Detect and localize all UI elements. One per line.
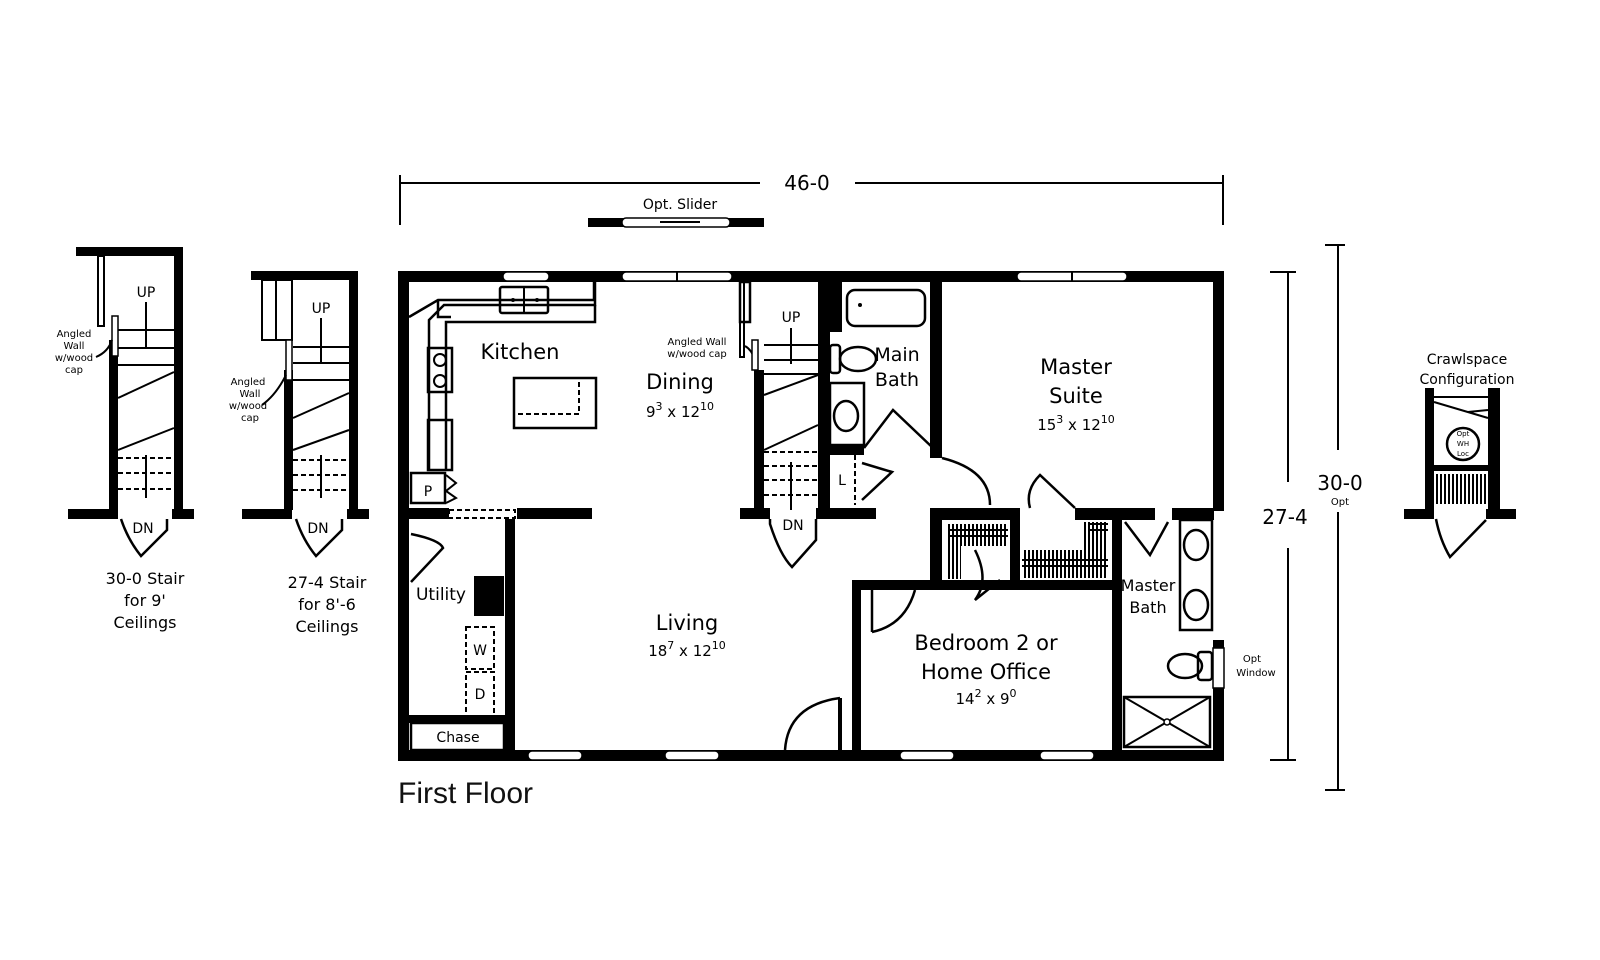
svg-text:DN: DN xyxy=(307,521,328,537)
opt-slider-label: Opt. Slider xyxy=(643,197,717,213)
stair-up-label: UP xyxy=(782,310,801,326)
svg-text:Home Office: Home Office xyxy=(921,660,1051,684)
dining-room: Dining 93 x 1210 Angled Wall w/wood cap xyxy=(646,337,756,421)
svg-text:Bath: Bath xyxy=(1129,598,1166,617)
depth-dimension: 27-4 xyxy=(1262,271,1308,761)
svg-text:w/wood: w/wood xyxy=(55,353,93,364)
svg-text:for 8'-6: for 8'-6 xyxy=(298,595,356,614)
svg-text:27-4 Stair: 27-4 Stair xyxy=(288,573,367,592)
exterior-walls xyxy=(398,271,1224,761)
svg-text:Wall: Wall xyxy=(64,341,85,352)
main-bath: Main Bath L xyxy=(828,282,992,506)
linen-label: L xyxy=(838,473,846,489)
svg-text:30-0 Stair: 30-0 Stair xyxy=(106,569,185,588)
svg-text:Configuration: Configuration xyxy=(1420,372,1515,388)
svg-text:WH: WH xyxy=(1457,440,1469,448)
svg-text:w/wood: w/wood xyxy=(229,401,267,412)
master-suite: Master Suite 153 x 1210 xyxy=(1037,355,1115,434)
bedroom-2-size: 142 x 90 xyxy=(955,687,1016,708)
svg-text:Bedroom 2 or: Bedroom 2 or xyxy=(914,631,1058,655)
svg-text:cap: cap xyxy=(241,413,259,424)
crawlspace-configuration: Crawlspace Configuration Opt WH Loc xyxy=(1404,352,1516,560)
svg-text:Wall: Wall xyxy=(240,389,261,400)
stair-option-30: UP Angled Wall w/wood cap DN 30-0 Stair … xyxy=(55,247,194,632)
svg-text:Utility: Utility xyxy=(416,585,466,605)
svg-text:Ceilings: Ceilings xyxy=(296,617,359,636)
svg-text:Window: Window xyxy=(1236,668,1275,679)
svg-text:Bath: Bath xyxy=(875,369,919,391)
living-room: Living 187 x 1210 xyxy=(648,611,842,751)
living-size: 187 x 1210 xyxy=(648,639,726,660)
depth-dimension-label: 27-4 xyxy=(1262,505,1307,529)
master-bath: Master Bath xyxy=(1121,518,1214,749)
svg-text:W: W xyxy=(473,643,487,659)
dining-label: Dining xyxy=(646,370,714,394)
kitchen: P Kitchen xyxy=(408,282,598,505)
closets xyxy=(852,473,1214,758)
svg-text:w/wood cap: w/wood cap xyxy=(667,349,726,360)
main-stair: UP DN xyxy=(738,280,876,569)
utility-room: Utility W D Chase xyxy=(409,519,515,759)
master-suite-size: 153 x 1210 xyxy=(1037,413,1115,434)
svg-text:Opt: Opt xyxy=(1243,654,1261,665)
svg-text:Angled: Angled xyxy=(231,377,266,388)
svg-text:UP: UP xyxy=(137,285,156,301)
width-dimension-label: 46-0 xyxy=(784,171,829,195)
bottom-windows xyxy=(527,750,1095,761)
svg-text:Angled Wall: Angled Wall xyxy=(668,337,727,348)
stair-option-27: UP Angled Wall w/wood cap DN 27-4 Stair … xyxy=(229,271,369,636)
svg-text:Opt: Opt xyxy=(1457,430,1470,438)
kitchen-label: Kitchen xyxy=(481,340,560,364)
floor-title: First Floor xyxy=(398,777,533,810)
svg-text:for 9': for 9' xyxy=(124,591,166,610)
width-dimension: 46-0 xyxy=(399,171,1224,225)
cased-opening xyxy=(448,509,516,519)
stair-down-label: DN xyxy=(782,518,803,534)
optional-window-right: Opt Window xyxy=(1212,647,1276,689)
svg-text:D: D xyxy=(475,687,486,703)
svg-text:Master: Master xyxy=(1121,576,1176,595)
svg-text:UP: UP xyxy=(312,301,331,317)
pantry-label: P xyxy=(424,484,432,500)
svg-text:Ceilings: Ceilings xyxy=(114,613,177,632)
optional-depth-dimension: 30-0 Opt xyxy=(1317,244,1363,791)
svg-text:DN: DN xyxy=(132,521,153,537)
svg-text:Main: Main xyxy=(874,344,919,366)
optional-depth-note: Opt xyxy=(1331,497,1349,508)
svg-text:cap: cap xyxy=(65,365,83,376)
svg-text:Crawlspace: Crawlspace xyxy=(1427,352,1508,368)
svg-text:Suite: Suite xyxy=(1049,384,1103,408)
svg-text:Angled: Angled xyxy=(57,329,92,340)
bedroom-2: Bedroom 2 or Home Office 142 x 90 xyxy=(852,582,1058,757)
svg-text:Chase: Chase xyxy=(436,730,479,746)
svg-text:Loc: Loc xyxy=(1457,450,1469,458)
optional-depth-label: 30-0 xyxy=(1317,471,1362,495)
optional-slider: Opt. Slider xyxy=(588,197,764,228)
top-windows xyxy=(502,271,1128,282)
wall xyxy=(517,508,592,519)
svg-text:Living: Living xyxy=(656,611,718,635)
wall xyxy=(409,508,449,519)
svg-text:Master: Master xyxy=(1040,355,1112,379)
dining-size: 93 x 1210 xyxy=(646,400,714,421)
